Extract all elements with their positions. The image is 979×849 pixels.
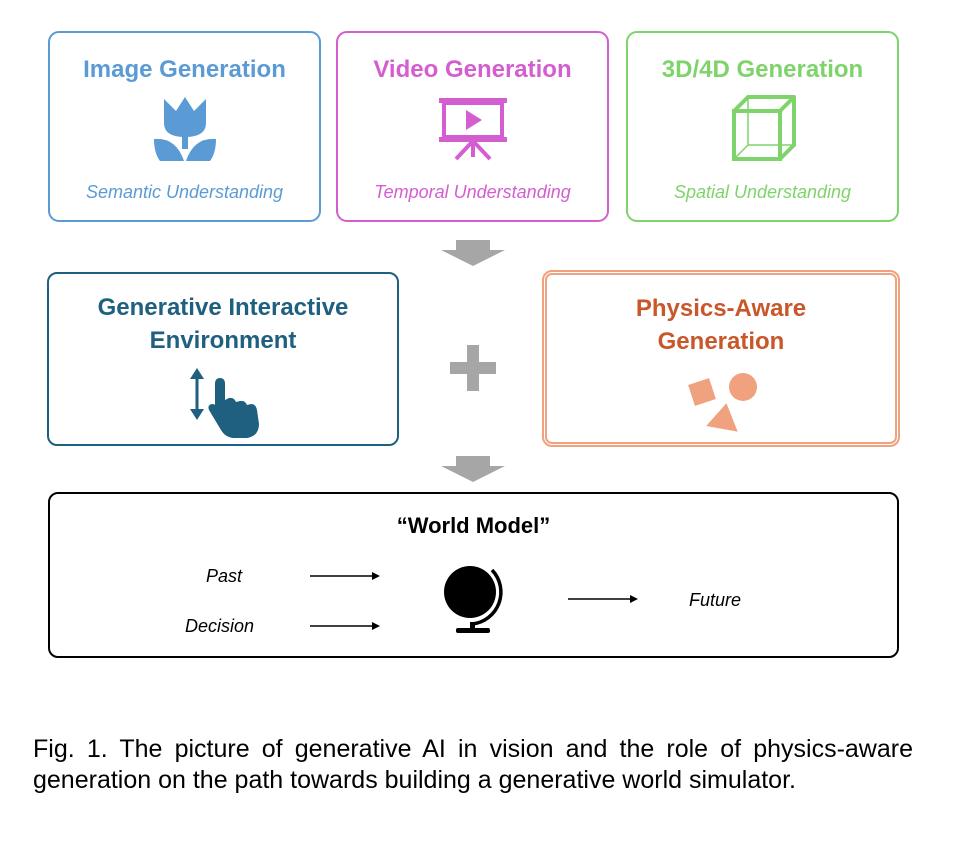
world-model-title: “World Model” — [396, 513, 551, 538]
video-generation-title: Video Generation — [373, 56, 572, 83]
shapes-icon — [688, 373, 757, 432]
plus-icon — [450, 345, 496, 391]
arrow-right-icon — [310, 572, 380, 580]
world-model-box: “World Model” Past Decision Future — [48, 492, 899, 658]
video-generation-box: Video Generation Temporal Understanding — [336, 31, 609, 222]
temporal-understanding-label: Temporal Understanding — [374, 182, 571, 202]
spatial-understanding-label: Spatial Understanding — [673, 182, 852, 202]
image-generation-title: Image Generation — [83, 56, 286, 83]
past-label: Past — [206, 566, 243, 586]
interactive-environment-title-line1: Generative Interactive — [97, 294, 349, 321]
decision-label: Decision — [185, 616, 255, 636]
arrow-right-icon — [568, 595, 638, 603]
arrow-right-icon — [310, 622, 380, 630]
semantic-understanding-label: Semantic Understanding — [85, 182, 284, 202]
physics-aware-title-line2: Generation — [657, 328, 785, 355]
3d4d-generation-box: 3D/4D Generation Spatial Understanding — [626, 31, 899, 222]
globe-icon — [444, 566, 503, 633]
interactive-environment-title-line2: Environment — [149, 327, 297, 354]
down-arrow-icon — [441, 240, 505, 266]
3d4d-generation-title: 3D/4D Generation — [661, 56, 864, 83]
physics-aware-title-line1: Physics-Aware — [635, 295, 807, 322]
touch-hand-icon — [190, 368, 259, 438]
future-label: Future — [689, 590, 742, 610]
tulip-icon — [154, 97, 216, 161]
image-generation-box: Image Generation Semantic Understanding — [48, 31, 321, 222]
physics-aware-generation-box: Physics-Aware Generation — [542, 270, 900, 447]
figure-caption: Fig. 1. The picture of generative AI in … — [33, 735, 913, 794]
interactive-environment-box: Generative Interactive Environment — [47, 272, 399, 446]
cube-icon — [732, 95, 796, 161]
presentation-play-icon — [439, 98, 507, 161]
down-arrow-icon — [441, 456, 505, 482]
